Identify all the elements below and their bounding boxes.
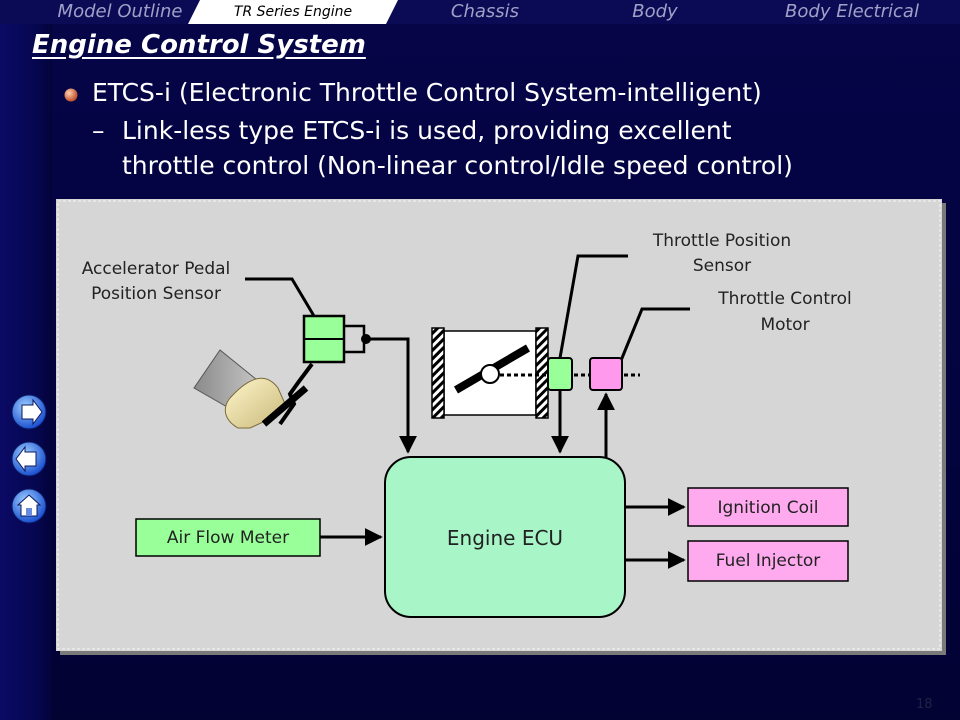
tcm-leader	[618, 307, 690, 364]
sub-bullet-line-2: throttle control (Non-linear control/Idl…	[122, 151, 793, 180]
pedal-plate	[261, 385, 309, 427]
accel-to-ecu-arrow	[366, 337, 417, 454]
tcm-label-1: Throttle Control	[717, 289, 852, 309]
arrow-left-icon[interactable]	[11, 441, 47, 477]
fuel-injector-label: Fuel Injector	[716, 551, 821, 571]
engine-ecu-box	[384, 456, 626, 618]
ignition-coil-box	[687, 487, 849, 527]
fuel-injector-box	[687, 540, 849, 582]
bullet-etcs-i: ETCS-i (Electronic Throttle Control Syst…	[92, 78, 762, 107]
side-strip	[0, 0, 52, 720]
accel-sensor-leader	[245, 277, 316, 317]
sub-bullet-dash: –	[92, 116, 105, 145]
page-number: 18	[916, 697, 933, 712]
air-flow-meter-box	[135, 518, 321, 557]
slide-title: Engine Control System	[32, 30, 366, 60]
bullet-icon	[64, 88, 78, 102]
tab-tr-series-engine[interactable]: TR Series Engine	[233, 4, 353, 20]
tab-body-electrical[interactable]: Body Electrical	[785, 1, 919, 22]
accel-sensor-label-2: Position Sensor	[91, 284, 221, 304]
tab-chassis[interactable]: Chassis	[450, 1, 520, 22]
tps-leader	[558, 254, 628, 359]
throttle-control-motor	[589, 357, 623, 391]
tab-bar: Model Outline TR Series Engine Chassis B…	[0, 0, 960, 24]
ignition-coil-label: Ignition Coil	[718, 498, 819, 518]
active-tab-background	[188, 0, 398, 24]
tps-label-1: Throttle Position	[652, 231, 791, 251]
tab-body[interactable]: Body	[632, 1, 678, 22]
accel-sensor-label-1: Accelerator Pedal	[82, 259, 231, 279]
air-flow-meter-label: Air Flow Meter	[167, 528, 289, 548]
arrow-right-icon[interactable]	[11, 394, 47, 430]
tab-model-outline[interactable]: Model Outline	[57, 1, 183, 22]
accel-pedal-sensor	[302, 314, 346, 364]
pedal-arm	[278, 362, 314, 426]
tcm-label-2: Motor	[760, 315, 809, 335]
tps-label-2: Sensor	[693, 256, 751, 276]
throttle-body	[431, 327, 549, 419]
engine-ecu-label: Engine ECU	[447, 526, 563, 550]
sub-bullet-line-1: Link-less type ETCS-i is used, providing…	[122, 116, 732, 145]
foot-on-pedal-icon	[193, 349, 287, 429]
throttle-position-sensor	[547, 357, 573, 391]
home-icon[interactable]	[11, 488, 47, 524]
